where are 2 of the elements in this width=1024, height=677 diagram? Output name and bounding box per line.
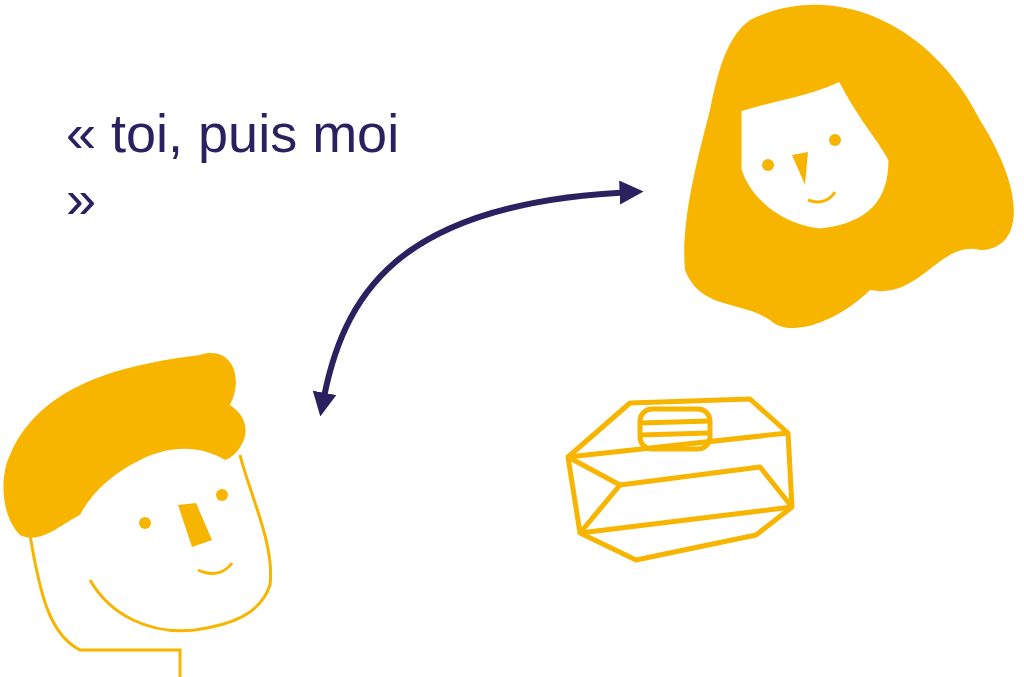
double-arrow (313, 181, 644, 417)
quote-text: « toi, puis moi » (66, 102, 401, 231)
